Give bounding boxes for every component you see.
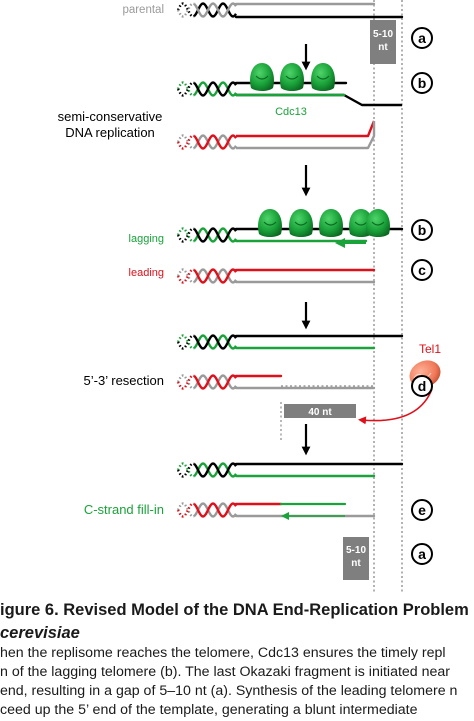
semi-conservative-label: DNA replication xyxy=(65,125,155,140)
parental-label: parental xyxy=(122,4,164,16)
caption-line: end, resulting in a gap of 5–10 nt (a). … xyxy=(0,683,458,699)
fill-in-label: C-strand fill-in xyxy=(84,502,164,517)
cdc13-protein xyxy=(258,209,282,237)
state-marker-c: c xyxy=(411,259,433,281)
state-marker-label: b xyxy=(418,75,427,91)
cdc13-protein xyxy=(366,209,390,237)
lagging-helix xyxy=(176,227,237,243)
caption-line: hen the replisome reaches the telomere, … xyxy=(0,645,446,661)
gap-box-top-label: nt xyxy=(378,42,388,53)
state-marker-b: b xyxy=(411,72,433,94)
state-marker-e: e xyxy=(411,499,433,521)
leading-helix xyxy=(176,268,237,284)
cdc13-protein xyxy=(319,209,343,237)
gap-box-bottom xyxy=(343,537,369,580)
overhang-box-label: 40 nt xyxy=(308,407,332,418)
cdc13-protein xyxy=(280,63,304,91)
fill-in-lagging-helix xyxy=(176,462,237,478)
fill-in-leading-helix xyxy=(176,502,237,518)
figure: 5-10 nt 5-10 nt 40 nt Tel1 parental semi… xyxy=(58,0,441,592)
cdc13-label: Cdc13 xyxy=(275,106,307,118)
tel1-label: Tel1 xyxy=(419,342,441,356)
cdc13-proteins xyxy=(250,63,390,237)
state-marker-label: c xyxy=(418,262,426,278)
dna-strand xyxy=(236,93,402,107)
lagging-label: lagging xyxy=(129,233,164,245)
gap-box-bottom-label: 5-10 xyxy=(346,545,366,556)
state-marker-label: b xyxy=(418,222,427,238)
tel1-arrow xyxy=(358,388,433,425)
caption-line: n of the lagging telomere (b). The last … xyxy=(0,664,451,680)
gap-box-top-label: 5-10 xyxy=(373,29,393,40)
semi-conservative-label: semi-conservative xyxy=(58,109,163,124)
state-markers: a b b c d e a xyxy=(411,27,433,565)
state-marker-a: a xyxy=(411,543,433,565)
resected-lagging-helix xyxy=(176,334,237,350)
dna-strand xyxy=(236,120,376,138)
leading-intermediate-helix xyxy=(176,134,237,150)
lagging-intermediate-helix xyxy=(176,81,237,97)
caption-line: ceed up the 5’ end of the template, gene… xyxy=(0,702,418,718)
parental-helix xyxy=(176,2,237,18)
state-marker-label: e xyxy=(418,502,426,518)
cdc13-protein xyxy=(311,63,335,91)
dna-strands xyxy=(176,2,404,518)
resected-leading-helix xyxy=(176,374,237,390)
state-marker-label: a xyxy=(418,30,426,46)
leading-label: leading xyxy=(129,267,164,279)
state-marker-b: b xyxy=(411,219,433,241)
gap-box-bottom-label: nt xyxy=(351,558,361,569)
state-marker-label: a xyxy=(418,546,426,562)
dna-strand xyxy=(236,121,376,150)
state-marker-a: a xyxy=(411,27,433,49)
overhang-box xyxy=(284,404,356,418)
caption-title: igure 6. Revised Model of the DNA End-Re… xyxy=(0,601,469,619)
state-marker-label: d xyxy=(418,378,427,394)
cdc13-protein xyxy=(289,209,313,237)
cdc13-protein xyxy=(250,63,274,91)
state-marker-d: d xyxy=(411,375,433,397)
resection-label: 5’-3’ resection xyxy=(84,373,164,388)
gap-box-top xyxy=(370,20,396,64)
caption-subtitle: cerevisiae xyxy=(0,624,80,642)
